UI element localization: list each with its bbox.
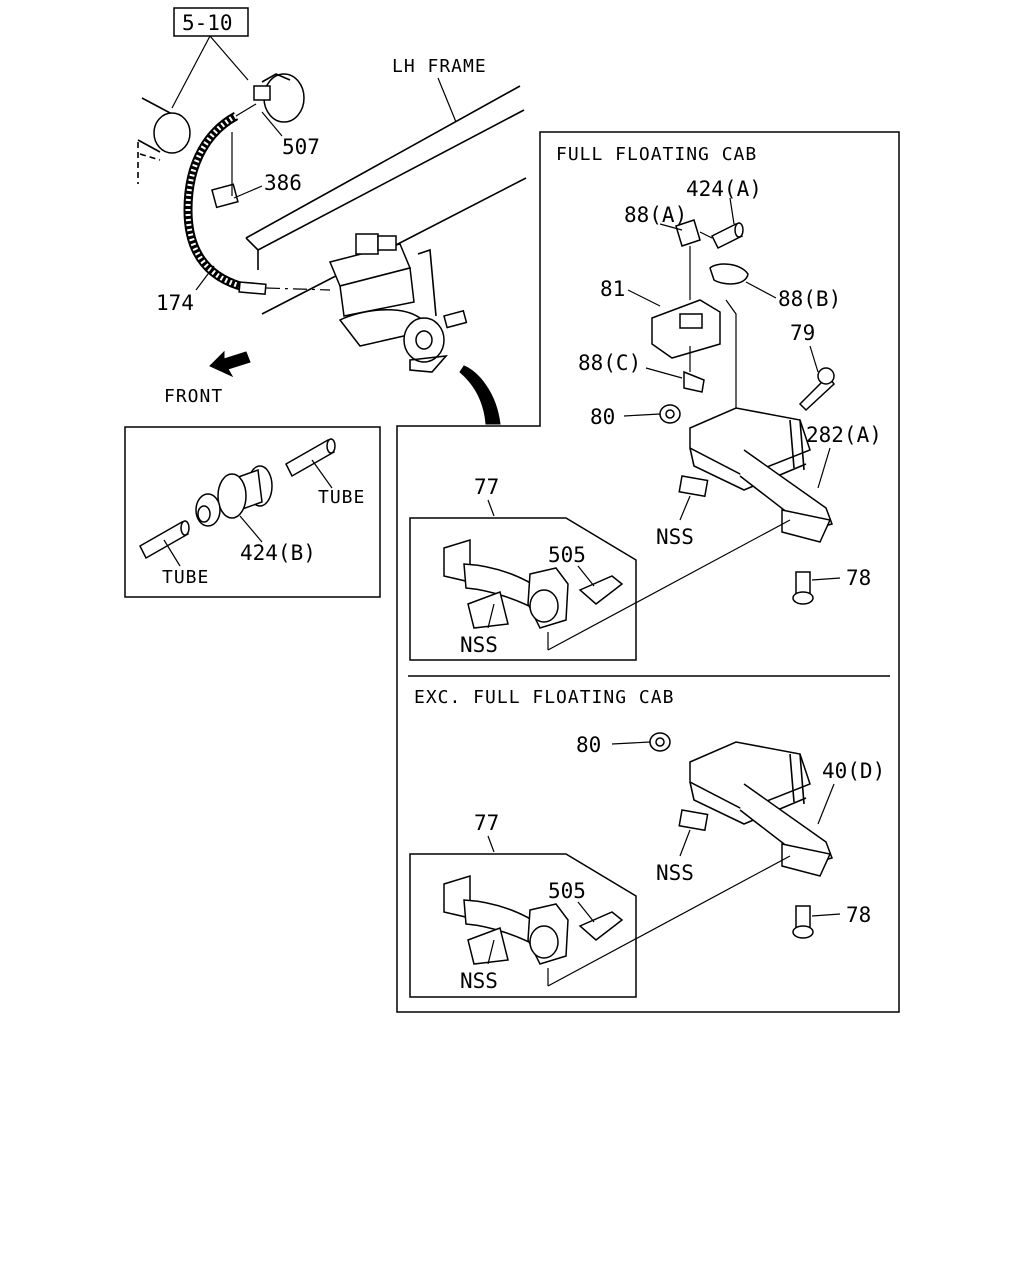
callout-282a: 282(A): [806, 423, 882, 447]
callout-nss-bottom-inset: NSS: [460, 969, 498, 993]
lh-frame: LH FRAME: [245, 56, 527, 315]
clip-386: [211, 183, 263, 209]
callout-88c: 88(C): [578, 351, 641, 375]
callout-78-top: 78: [846, 566, 871, 590]
callout-77-bottom: 77: [474, 811, 499, 835]
callout-424a: 424(A): [686, 177, 762, 201]
air-tank: [137, 97, 191, 184]
callout-80-top: 80: [590, 405, 615, 429]
bracket-upper: [659, 367, 836, 605]
bracket-lower: [649, 732, 833, 939]
inset-77-lower: 77 505 NSS: [409, 811, 791, 998]
callout-78-bottom: 78: [846, 903, 871, 927]
callout-386: 386: [264, 171, 302, 195]
frame-valve-assembly: [328, 233, 468, 373]
callout-79: 79: [790, 321, 815, 345]
lh-frame-label: LH FRAME: [392, 56, 487, 77]
callout-40d: 40(D): [822, 759, 885, 783]
full-floating-cab-heading: FULL FLOATING CAB: [556, 144, 757, 165]
callout-nss-bottom-bracket: NSS: [656, 861, 694, 885]
callout-80-bottom: 80: [576, 733, 601, 757]
tube-label-2: TUBE: [162, 567, 209, 588]
inset-77-upper: 77 505 NSS: [409, 475, 791, 661]
front-label: FRONT: [164, 386, 223, 407]
exc-full-floating-cab-heading: EXC. FULL FLOATING CAB: [414, 687, 674, 708]
callout-77-top: 77: [474, 475, 499, 499]
valve-507: [235, 73, 305, 123]
inset-connector-424b: TUBE TUBE 424(B): [124, 426, 381, 598]
section-ref-label: 5-10: [182, 11, 233, 35]
callout-81: 81: [600, 277, 625, 301]
front-indicator: FRONT: [164, 350, 251, 407]
tube-label-1: TUBE: [318, 487, 365, 508]
callout-507: 507: [282, 135, 320, 159]
valve-stack-upper: [651, 219, 749, 420]
hose-174: [183, 112, 331, 296]
callout-88b: 88(B): [778, 287, 841, 311]
callout-505-bottom: 505: [548, 879, 586, 903]
callout-505-top: 505: [548, 543, 586, 567]
callout-nss-top-inset: NSS: [460, 633, 498, 657]
callout-174: 174: [156, 291, 194, 315]
section-ref-box: 5-10: [171, 7, 249, 109]
callout-424b: 424(B): [240, 541, 316, 565]
callout-88a: 88(A): [624, 203, 687, 227]
right-panel-frame: [396, 131, 900, 1013]
callout-nss-top-bracket: NSS: [656, 525, 694, 549]
